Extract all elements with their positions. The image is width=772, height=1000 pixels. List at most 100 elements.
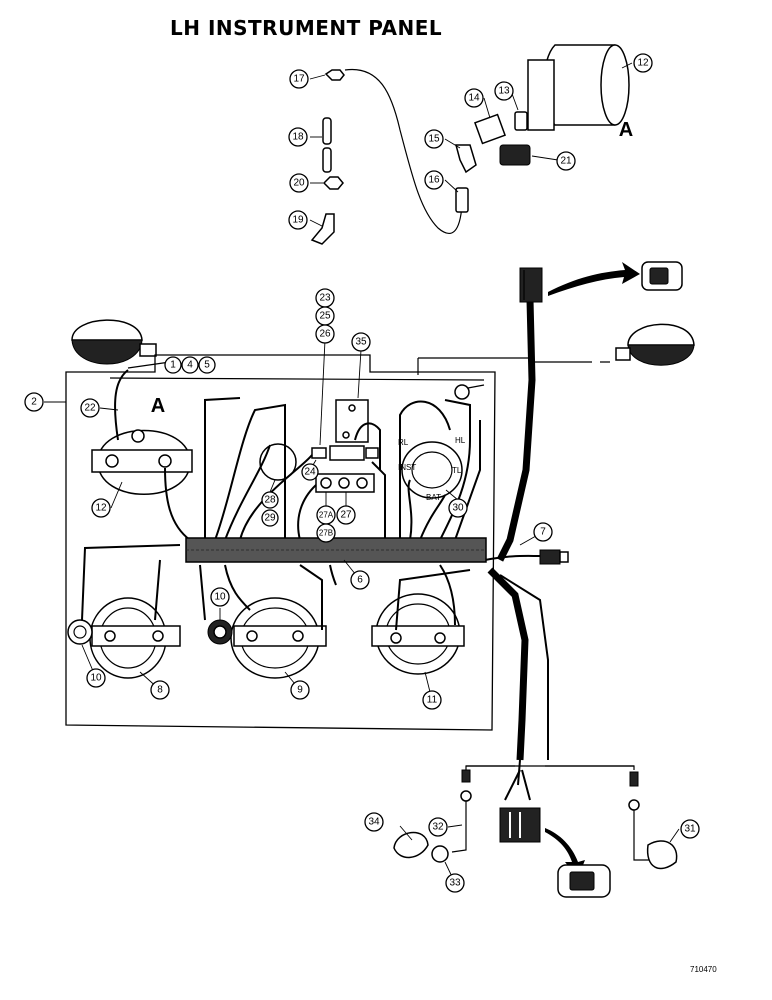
tube-part-upper	[322, 117, 332, 145]
top-connector	[519, 267, 543, 303]
callout-22: 22	[80, 398, 100, 418]
tube-part-lower	[322, 147, 332, 173]
svg-text:29: 29	[264, 513, 276, 524]
bracket-35	[335, 399, 369, 443]
gauge-bracket-upper	[527, 59, 555, 131]
terminal-label-inst: INST	[398, 463, 416, 472]
main-harness	[496, 299, 536, 562]
callout-8: 8	[150, 680, 170, 700]
callout-25: 25	[315, 306, 335, 326]
gauge-9	[207, 597, 327, 679]
callout-10-top: 10	[210, 587, 230, 607]
callout-14: 14	[464, 88, 484, 108]
callout-21: 21	[556, 151, 576, 171]
callout-15: 15	[424, 129, 444, 149]
svg-text:35: 35	[355, 337, 367, 348]
capillary-tube	[344, 68, 463, 234]
terminal-label-tl: TL	[452, 466, 462, 475]
gauge-11	[371, 593, 465, 675]
svg-text:20: 20	[293, 178, 305, 189]
gauge-face-upper	[600, 44, 630, 126]
svg-text:5: 5	[204, 360, 210, 371]
terminal-label-rl: RL	[398, 438, 409, 447]
terminal-label-bat: BAT	[426, 493, 441, 502]
lamp-31	[646, 840, 678, 870]
callout-16: 16	[424, 170, 444, 190]
svg-text:1: 1	[170, 360, 176, 371]
instrument-panel: A	[65, 354, 530, 731]
callout-13: 13	[494, 81, 514, 101]
callout-18: 18	[288, 127, 308, 147]
gauge-12-panel: A	[91, 395, 193, 495]
switch-part	[499, 144, 531, 166]
callouts	[44, 339, 680, 884]
harness-group	[71, 261, 695, 761]
svg-text:4: 4	[187, 360, 193, 371]
left-lamp	[71, 319, 157, 365]
svg-text:25: 25	[319, 311, 331, 322]
callout-34: 34	[364, 812, 384, 832]
svg-text:19: 19	[292, 215, 304, 226]
terminal-label-hl: HL	[455, 436, 466, 445]
gauge-8	[67, 597, 181, 679]
callout-27: 27	[336, 505, 356, 525]
callout-31: 31	[680, 819, 700, 839]
callout-9: 9	[290, 680, 310, 700]
svg-text:24: 24	[304, 467, 316, 478]
callout-19: 19	[288, 210, 308, 230]
panel-outline	[65, 354, 496, 731]
callout-12-panel: 12	[91, 498, 111, 518]
svg-text:27: 27	[340, 510, 352, 521]
svg-text:12: 12	[637, 58, 649, 69]
callout-26: 26	[315, 324, 335, 344]
svg-text:23: 23	[319, 293, 331, 304]
detail-arrow-top	[548, 262, 640, 296]
callout-10-bottom: 10	[86, 668, 106, 688]
callout-28: 28	[261, 491, 279, 509]
svg-text:10: 10	[90, 673, 102, 684]
view-label-a-upper: A	[619, 119, 633, 141]
gauge-28	[259, 443, 297, 481]
svg-text:7: 7	[540, 527, 546, 538]
svg-text:6: 6	[357, 575, 363, 586]
svg-text:26: 26	[319, 329, 331, 340]
svg-text:10: 10	[214, 592, 226, 603]
svg-text:27A: 27A	[319, 511, 334, 520]
callout-29: 29	[261, 509, 279, 527]
callout-30: 30	[448, 498, 468, 518]
connector-7	[539, 549, 561, 565]
fitting-part	[455, 187, 469, 213]
svg-text:2: 2	[31, 397, 37, 408]
callout-23: 23	[315, 288, 335, 308]
svg-text:31: 31	[684, 824, 696, 835]
callout-33: 33	[445, 873, 465, 893]
svg-text:8: 8	[157, 685, 163, 696]
elbow-fitting-2	[455, 144, 477, 174]
callout-20: 20	[289, 173, 309, 193]
nut-part-lower	[322, 176, 344, 190]
right-lamp	[615, 323, 695, 366]
harness-lower-branch	[487, 567, 529, 761]
drawing-number: 710470	[690, 965, 717, 974]
svg-text:18: 18	[292, 132, 304, 143]
callout-7: 7	[533, 522, 553, 542]
view-label-a-panel: A	[151, 395, 165, 417]
callout-27A: 27A	[316, 505, 336, 525]
callout-11: 11	[422, 690, 442, 710]
svg-text:9: 9	[297, 685, 303, 696]
svg-text:14: 14	[468, 93, 480, 104]
callout-12-upper: 12	[633, 53, 653, 73]
bulb	[431, 845, 449, 863]
svg-text:21: 21	[560, 156, 572, 167]
callout-27B: 27B	[316, 523, 336, 543]
callout-4: 4	[181, 356, 199, 374]
svg-text:30: 30	[452, 503, 464, 514]
svg-text:27B: 27B	[319, 529, 333, 538]
callout-6: 6	[350, 570, 370, 590]
svg-text:12: 12	[95, 503, 107, 514]
harness-right-branch	[499, 574, 549, 760]
sender-block	[474, 113, 506, 145]
bushing-part	[514, 111, 528, 131]
nut-part	[324, 69, 345, 81]
